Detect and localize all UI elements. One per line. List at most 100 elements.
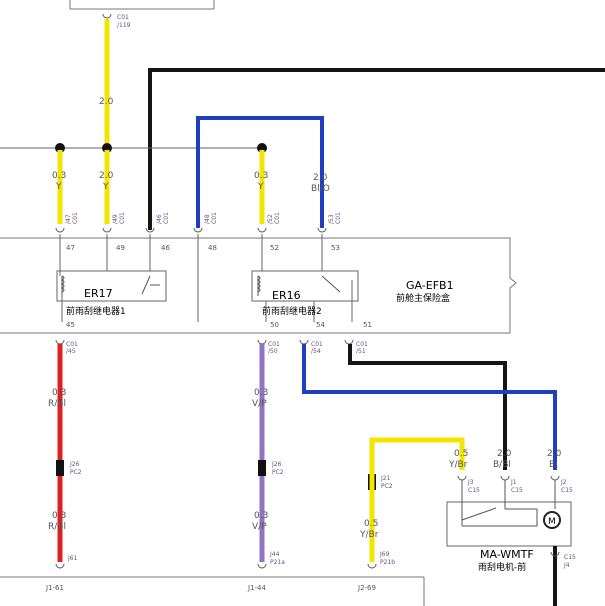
wire-black-46 <box>148 68 605 230</box>
box-pin-numbers-top: 47 49 46 48 52 53 <box>66 244 340 252</box>
inline-r-pin: J26 <box>69 461 80 468</box>
motor-name: MA-WMTF <box>480 548 534 561</box>
bottom-ref-2: J1-44 <box>247 584 266 592</box>
box-pin-53: 53 <box>331 244 340 252</box>
conn-49-pin: /49 <box>112 214 119 224</box>
conn-54-code: C01 <box>311 341 323 348</box>
conn-54-pin: /54 <box>311 348 321 355</box>
conn-47-pin: /47 <box>65 214 72 224</box>
conn-45-pin: /45 <box>66 348 76 355</box>
bottom-inline-labels: J61 J44 P21a J69 P21b <box>67 551 395 566</box>
box-pin-47: 47 <box>66 244 75 252</box>
relay-er16: ER16 前雨刮继电器2 <box>251 234 359 322</box>
box-pin-45: 45 <box>66 321 75 329</box>
motor-pin-labels: J3 C15 J1 C15 J2 C15 <box>467 479 573 494</box>
wire-blue-gauge: 2.0 <box>313 173 328 183</box>
inline-v-conn: PC2 <box>272 469 284 476</box>
wire-vp-b-gauge: 0.3 <box>254 511 268 521</box>
inline-connectors-mid: J26 PC2 J26 PC2 J21 PC2 <box>56 460 393 490</box>
wire-ybr-a-color: Y/Br <box>448 460 468 470</box>
wire-vp-a-color: V/P <box>252 399 267 409</box>
top-connector-labels: /47 C01 /49 C01 /46 C01 /48 C01 /52 C01 … <box>65 212 342 224</box>
relay-er17: ER17 前雨刮继电器1 <box>56 234 199 322</box>
wire-ybr-a-gauge: 0.5 <box>454 449 468 459</box>
wire-rbl-a-gauge: 0.3 <box>52 388 66 398</box>
wire-y3-color: Y <box>257 182 264 192</box>
conn-52-pin: /52 <box>267 214 274 224</box>
motor-label: 雨刮电机-前 <box>478 561 526 573</box>
motor-pin-4-conn: C15 <box>564 554 576 561</box>
top-connector: C01 /119 <box>69 0 215 29</box>
inline-v-pin: J26 <box>271 461 282 468</box>
conn-50-code: C01 <box>268 341 280 348</box>
wire-vp-a-gauge: 0.3 <box>254 388 268 398</box>
box-pin-52: 52 <box>270 244 279 252</box>
bottom-inline-cups <box>55 563 377 569</box>
motor-symbol-icon <box>543 511 561 529</box>
motor-pin-1-conn: C15 <box>511 487 523 494</box>
box-pin-54: 54 <box>316 321 325 329</box>
box-pin-46: 46 <box>161 244 170 252</box>
inline-r-conn: PC2 <box>70 469 82 476</box>
conn-46-code: C01 <box>163 212 170 224</box>
wire-black-bbl <box>348 344 507 470</box>
inline-y-pin: J21 <box>380 475 391 482</box>
top-pin-cups <box>55 227 327 233</box>
motor-pin-3-conn: C15 <box>468 487 480 494</box>
wire-label-top-yellow: 2.0 <box>99 97 114 107</box>
wire-y2-gauge: 2.0 <box>99 171 114 181</box>
top-connector-code: C01 <box>117 14 129 21</box>
motor-pin-2-conn: C15 <box>561 487 573 494</box>
wire-vp-b-color: V/P <box>252 522 267 532</box>
inline-v-bot-pin: J44 <box>269 551 280 558</box>
conn-49-code: C01 <box>119 212 126 224</box>
conn-46-pin: /46 <box>156 214 163 224</box>
inline-y-bot-conn: P21b <box>380 559 395 566</box>
conn-53-code: C01 <box>335 212 342 224</box>
conn-53-pin: /53 <box>328 214 335 224</box>
conn-48-pin: /48 <box>204 214 211 224</box>
wire-y3-gauge: 0.3 <box>254 171 268 181</box>
conn-45-code: C01 <box>66 341 78 348</box>
inline-v-bot-conn: P21a <box>270 559 285 566</box>
bottom-connector-labels: C01 /45 C01 /50 C01 /54 C01 /51 <box>66 341 368 355</box>
wire-yellow-ybr <box>369 437 465 562</box>
wire-rbl-a-color: R/Bl <box>48 399 66 409</box>
box-pin-51: 51 <box>363 321 372 329</box>
inline-y-conn: PC2 <box>381 483 393 490</box>
relay-er16-label: 前雨刮继电器2 <box>262 305 322 317</box>
wire-y2-color: Y <box>102 182 109 192</box>
relay-er16-name: ER16 <box>272 289 301 302</box>
fuse-box-name: GA-EFB1 <box>406 279 454 292</box>
box-pin-48: 48 <box>208 244 217 252</box>
wire-rbl-b-color: R/Bl <box>48 522 66 532</box>
conn-47-code: C01 <box>72 212 79 224</box>
wire-blue-bl <box>302 344 557 470</box>
box-pin-49: 49 <box>116 244 125 252</box>
conn-50-pin: /50 <box>268 348 278 355</box>
bottom-ref-1: J1-61 <box>45 584 64 592</box>
motor-pin-3: J3 <box>467 479 474 486</box>
motor-pin-1: J1 <box>510 479 517 486</box>
wire-rbl-b-gauge: 0.3 <box>52 511 66 521</box>
wire-ybr-b-gauge: 0.5 <box>364 519 378 529</box>
svg-text:M: M <box>548 517 556 527</box>
fuse-box-subtitle: 前舱主保险盒 <box>396 292 450 304</box>
bottom-ref-3: J2-69 <box>357 584 376 592</box>
wire-bl-color: Bl <box>549 460 558 470</box>
motor-pin-2: J2 <box>560 479 567 486</box>
wire-ybr-b-color: Y/Br <box>359 530 379 540</box>
wire-blue-48-53 <box>196 116 324 228</box>
wire-bbl-gauge: 2.0 <box>497 449 512 459</box>
inline-r-bot-pin: J61 <box>67 555 78 562</box>
top-connector-pin: /119 <box>117 22 131 29</box>
conn-51-code: C01 <box>356 341 368 348</box>
box-pin-numbers-bottom: 45 50 54 51 <box>66 321 372 329</box>
box-pin-50: 50 <box>270 321 279 329</box>
wire-bbl-color: B/Bl <box>493 460 511 470</box>
relay-er17-name: ER17 <box>84 287 113 300</box>
wire-blue-color: Bl/O <box>311 184 330 194</box>
relay-er17-label: 前雨刮继电器1 <box>66 305 126 317</box>
conn-48-code: C01 <box>211 212 218 224</box>
motor-box: M MA-WMTF 雨刮电机-前 <box>446 480 572 573</box>
